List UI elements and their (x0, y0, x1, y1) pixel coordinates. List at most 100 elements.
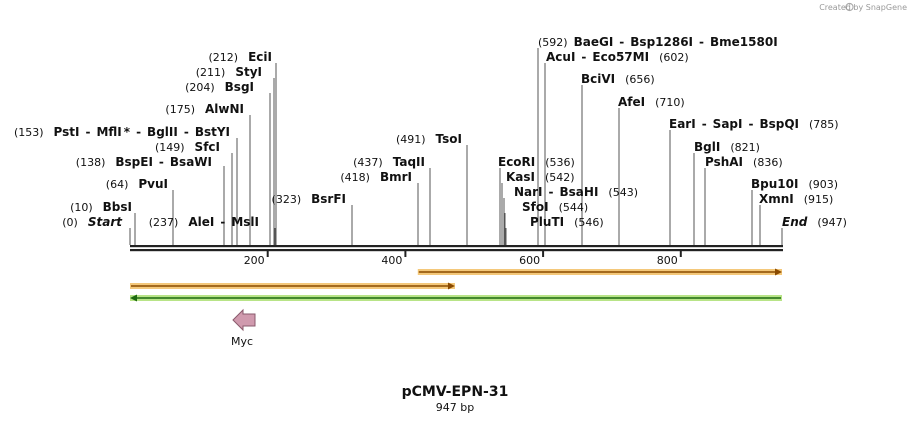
credit-text: Created by SnapGene (819, 3, 907, 12)
enzyme-label: (149) SfcI (155, 140, 220, 154)
enzyme-name: SfcI (195, 140, 220, 154)
enzyme-name: StyI (235, 65, 262, 79)
cut-position: (544) (559, 201, 589, 214)
enzyme-name: BaeGI (574, 35, 614, 49)
feature-label-myc: Myc (231, 335, 253, 348)
label-separator: - (619, 35, 624, 49)
enzyme-label: BglI (821) (694, 140, 760, 154)
enzyme-label: (418)BmrI (340, 170, 412, 184)
cut-position: (175) (165, 103, 195, 116)
label-separator: - (85, 125, 90, 139)
enzyme-label: KasI (542) (506, 170, 575, 184)
cut-position: (785) (809, 118, 839, 131)
cut-position: (542) (545, 171, 575, 184)
ruler-tick-label: 800 (657, 254, 678, 267)
cut-position: (947) (817, 216, 847, 229)
cut-position: (437) (353, 156, 383, 169)
enzyme-name: MflI (96, 125, 121, 139)
enzyme-labels: (592)BaeGI-Bsp1286I-Bme1580IAcuI-Eco57MI… (14, 35, 847, 229)
ruler-tick-label: 200 (244, 254, 265, 267)
enzyme-name: BsaHI (560, 185, 599, 199)
backbone-top-strand (130, 245, 783, 248)
label-separator: - (220, 215, 225, 229)
label-separator: - (702, 117, 707, 131)
enzyme-name: MslI (231, 215, 259, 229)
enzyme-label: End (947) (782, 215, 847, 229)
enzyme-label: Bpu10I (903) (751, 177, 838, 191)
enzyme-label: (437) TaqII (353, 155, 425, 169)
ruler-tick (542, 251, 545, 257)
cut-position: (903) (808, 178, 838, 191)
enzyme-name: TsoI (436, 132, 462, 146)
enzyme-name: Bme1580I (710, 35, 778, 49)
enzyme-name: AfeI (618, 95, 645, 109)
enzyme-label: BciVI (656) (581, 72, 655, 86)
cut-position: (237) (149, 216, 179, 229)
map-title: pCMV-EPN-31 947 bp (402, 384, 509, 414)
enzyme-name: Bpu10I (751, 177, 798, 191)
feature-track: Myc (130, 268, 782, 348)
enzyme-name: Bsp1286I (630, 35, 693, 49)
feature-arrow-myc[interactable] (232, 308, 256, 332)
cut-position: (836) (753, 156, 783, 169)
enzyme-name: EcoRI (498, 155, 535, 169)
label-separator: - (136, 125, 141, 139)
enzyme-name: Eco57MI (592, 50, 649, 64)
label-separator: - (159, 155, 164, 169)
enzyme-name: AleI (188, 215, 214, 229)
sequence-backbone (130, 245, 783, 252)
label-separator: - (549, 185, 554, 199)
label-separator: - (748, 117, 753, 131)
cut-position: (543) (608, 186, 638, 199)
enzyme-label: PluTI(546) (530, 215, 604, 229)
cut-position: (204) (185, 81, 215, 94)
cut-position: (418) (340, 171, 370, 184)
cut-position: (821) (730, 141, 760, 154)
cut-position: (656) (625, 73, 655, 86)
enzyme-name: BstYI (195, 125, 230, 139)
enzyme-label: (211) StyI (196, 65, 262, 79)
enzyme-name: BciVI (581, 72, 615, 86)
enzyme-label: (491) TsoI (396, 132, 462, 146)
enzyme-name: BspEI (115, 155, 153, 169)
plasmid-length: 947 bp (436, 401, 474, 414)
enzyme-name: NarI (514, 185, 543, 199)
enzyme-label: AfeI(710) (618, 95, 685, 109)
enzyme-name: End (782, 215, 808, 229)
enzyme-label: (64)PvuI (106, 177, 168, 191)
enzyme-name: KasI (506, 170, 535, 184)
enzyme-name: BspQI (759, 117, 799, 131)
enzyme-name: BbsI (103, 200, 132, 214)
enzyme-name: BglII (147, 125, 178, 139)
enzyme-label: PshAI(836) (705, 155, 783, 169)
cut-site-lines (129, 48, 783, 245)
enzyme-label: XmnI (915) (759, 192, 833, 206)
label-separator: - (581, 50, 586, 64)
ruler-tick-label: 400 (381, 254, 402, 267)
enzyme-label: (204) BsgI (185, 80, 254, 94)
enzyme-name: TaqII (393, 155, 425, 169)
enzyme-label: AcuI-Eco57MI(602) (546, 50, 689, 64)
enzyme-name: XmnI (759, 192, 794, 206)
cut-position: (536) (545, 156, 575, 169)
enzyme-name: AlwNI (205, 102, 244, 116)
cut-position: (211) (196, 66, 226, 79)
enzyme-name: Start (88, 215, 123, 229)
cut-position: (915) (804, 193, 834, 206)
enzyme-name: BsgI (225, 80, 254, 94)
cut-position: (592) (538, 36, 568, 49)
snapgene-logo-icon (845, 2, 854, 12)
enzyme-name: BglI (694, 140, 720, 154)
cut-position: (0) (62, 216, 78, 229)
enzyme-label: (592)BaeGI-Bsp1286I-Bme1580I (538, 35, 778, 49)
label-separator: * (124, 125, 131, 139)
enzyme-name: BsrFI (311, 192, 346, 206)
cut-position: (10) (70, 201, 93, 214)
cut-position: (491) (396, 133, 426, 146)
enzyme-label: (10) BbsI (70, 200, 132, 214)
enzyme-label: (323)BsrFI (272, 192, 346, 206)
enzyme-name: SfoI (522, 200, 549, 214)
backbone-bottom-strand (130, 249, 783, 252)
cut-position: (149) (155, 141, 185, 154)
